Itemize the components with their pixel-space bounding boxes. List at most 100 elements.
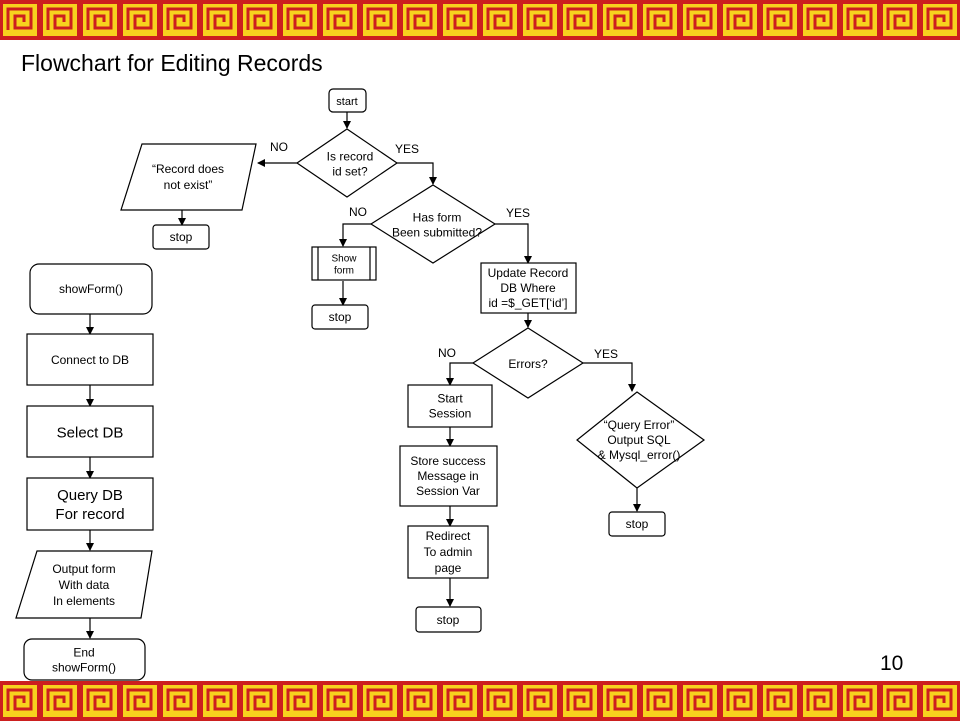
show-form-sidebars: [317, 247, 371, 280]
node-label-line: showForm(): [52, 661, 116, 675]
edge-errors-no: [446, 362, 473, 386]
showform-function-node: [29, 263, 153, 315]
label-form-no: NO: [349, 205, 367, 219]
node-label-line: Is record: [327, 150, 374, 164]
node-label-line: & Mysql_error(): [598, 448, 681, 462]
node-label-line: DB Where: [500, 281, 556, 295]
label-id-no: NO: [270, 140, 288, 154]
node-label-line: Redirect: [426, 529, 471, 543]
stop-node-redirect: [415, 606, 482, 633]
edge-form-no: [339, 223, 371, 247]
start-node: [328, 88, 367, 113]
node-label-start: start: [336, 96, 357, 108]
node-label-line: stop: [329, 310, 352, 324]
edge-id-yes: [397, 162, 437, 185]
slide-title: Flowchart for Editing Records: [21, 50, 323, 76]
node-label-line: start: [336, 96, 357, 108]
node-label-query-db: Query DB For record: [55, 487, 124, 523]
edge-form-yes: [495, 223, 532, 264]
node-label-line: Connect to DB: [51, 353, 129, 367]
decision-query-error: [576, 391, 706, 489]
stop-node-not-exist: [152, 224, 210, 250]
stop-node-query-error: [608, 511, 666, 537]
decorative-border-top: [0, 0, 960, 40]
node-label-stop-redirect: stop: [437, 613, 460, 627]
redirect-process: [407, 525, 489, 579]
node-label-line: Has form: [413, 211, 462, 225]
page-number: 10: [880, 652, 904, 675]
node-label-line: Select DB: [57, 424, 124, 441]
query-db-process: [26, 477, 154, 531]
start-session-process: [407, 384, 493, 428]
node-label-line: End: [73, 646, 94, 660]
node-label-line: stop: [170, 230, 193, 244]
node-label-errors: Errors?: [508, 357, 548, 371]
node-label-line: id set?: [332, 165, 368, 179]
connect-db-process: [26, 333, 154, 386]
select-db-process: [26, 405, 154, 458]
node-label-line: not exist”: [164, 178, 213, 192]
stop-node-show-form: [311, 304, 369, 330]
node-label-line: In elements: [53, 594, 115, 608]
decision-errors: [471, 327, 585, 399]
output-form-io: [15, 550, 153, 619]
label-form-yes: YES: [506, 206, 530, 220]
node-label-line: Store success: [410, 454, 485, 468]
node-label-line: “Record does: [152, 162, 224, 176]
node-label-line: showForm(): [59, 282, 123, 296]
node-label-select-db: Select DB: [57, 424, 124, 441]
edge-errors-yes: [583, 362, 636, 392]
node-label-redirect: Redirect To admin page: [424, 529, 473, 575]
node-label-line: For record: [55, 506, 124, 523]
node-label-line: id =$_GET[‘id’]: [488, 296, 567, 310]
decision-record-id-set: [295, 128, 399, 198]
update-record-process: [480, 262, 577, 314]
node-label-line: stop: [437, 613, 460, 627]
node-label-record-does-not-exist: “Record does not exist”: [152, 162, 224, 192]
show-form-process: [311, 246, 377, 281]
node-label-line: Message in: [417, 469, 478, 483]
node-label-line: page: [435, 561, 462, 575]
node-label-line: To admin: [424, 545, 473, 559]
connectors: [86, 112, 641, 639]
node-label-line: form: [334, 266, 354, 277]
node-label-line: stop: [626, 517, 649, 531]
node-label-connect-db: Connect to DB: [51, 353, 129, 367]
edge-labels: NO YES NO YES NO YES: [270, 140, 618, 361]
record-does-not-exist-output: [120, 143, 257, 211]
node-label-showform-fn: showForm(): [59, 282, 123, 296]
node-label-line: Been submitted?: [392, 226, 482, 240]
node-label-line: Update Record: [488, 266, 569, 280]
node-label-line: “Query Error”: [604, 418, 675, 432]
store-success-process: [399, 445, 498, 507]
decision-form-submitted: [369, 184, 497, 264]
node-label-line: Start: [437, 392, 463, 406]
node-label-line: Session Var: [416, 484, 480, 498]
label-errors-no: NO: [438, 346, 456, 360]
label-id-yes: YES: [395, 142, 419, 156]
node-label-line: Output form: [52, 562, 115, 576]
node-label-stop-query-error: stop: [626, 517, 649, 531]
node-label-line: Session: [429, 407, 472, 421]
node-label-line: Show: [331, 254, 357, 265]
decorative-border-bottom: [0, 681, 960, 721]
label-errors-yes: YES: [594, 347, 618, 361]
node-label-stop-not-exist: stop: [170, 230, 193, 244]
node-label-query-error: “Query Error”Output SQL& Mysql_error(): [598, 418, 681, 462]
node-label-line: Query DB: [57, 487, 123, 504]
node-label-stop-show-form: stop: [329, 310, 352, 324]
node-label-line: Output SQL: [607, 433, 671, 447]
node-label-line: Errors?: [508, 357, 548, 371]
node-label-line: With data: [59, 578, 110, 592]
end-showform-node: [23, 638, 146, 681]
